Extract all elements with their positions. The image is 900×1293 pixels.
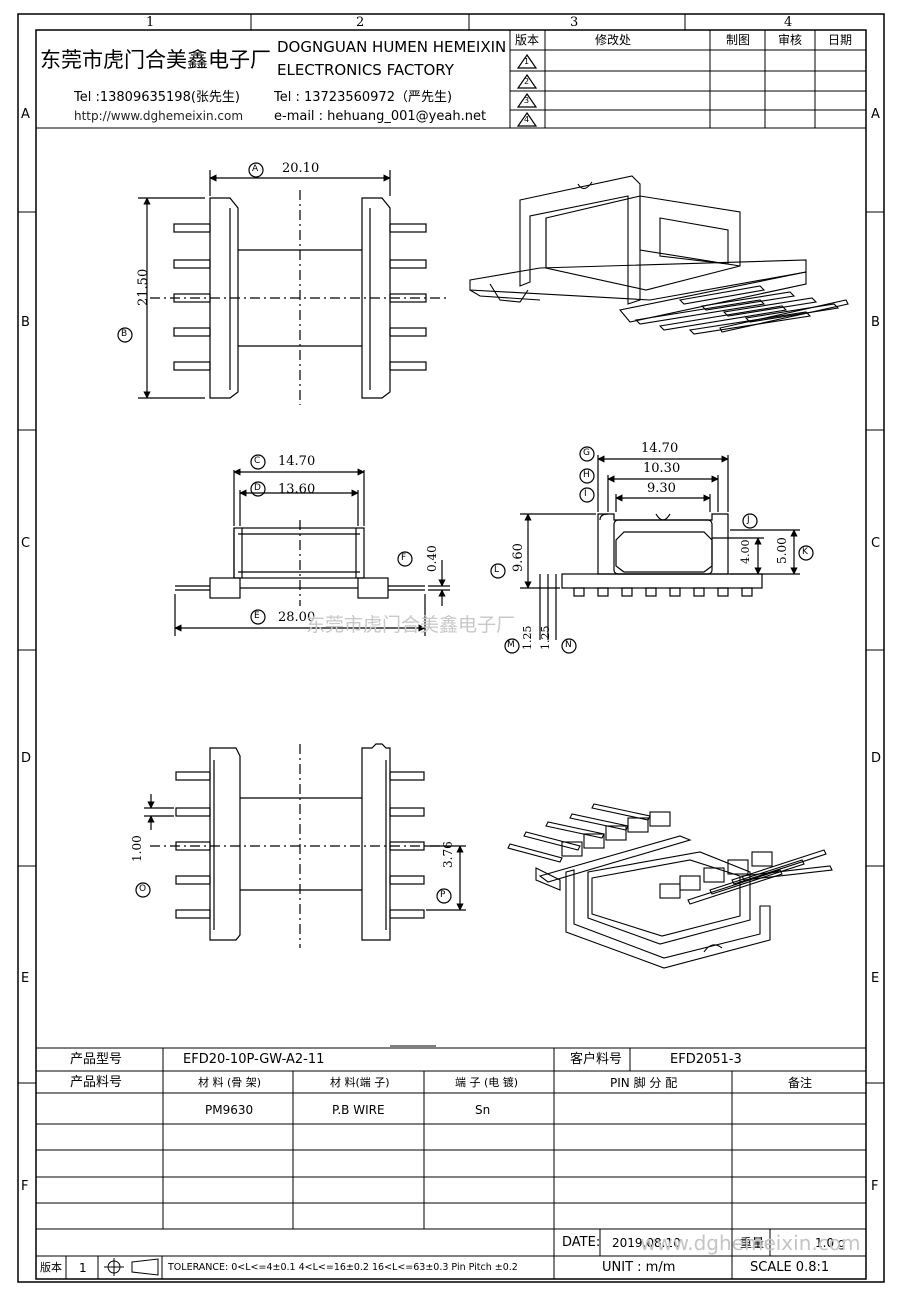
row-label-b-right: B [871,315,880,330]
dim-g-value: 14.70 [641,441,679,456]
callout-k: K [802,547,808,557]
dim-o-value: 1.00 [130,835,144,862]
weight-label: 重量: [740,1236,769,1250]
company-name-cn: 东莞市虎门合美鑫电子厂 [40,48,271,72]
website-link[interactable]: http://www.dghemeixin.com [74,109,244,123]
callout-b: B [121,329,128,339]
product-model-value: EFD20-10P-GW-A2-11 [183,1052,325,1067]
callout-i: I [584,489,587,499]
email-address[interactable]: e-mail : hehuang_001@yeah.net [274,109,487,124]
row-label-d-right: D [871,751,882,766]
rev-header-version: 版本 [515,33,540,47]
dim-m-value: 1.25 [521,625,534,651]
phone-1: Tel :13809635198(张先生) [74,90,240,105]
bottom-view [135,743,466,948]
isometric-view-top [469,175,849,335]
date-value: 2019.08.10 [612,1236,681,1250]
row-label-f-right: F [871,1179,879,1194]
row-label-b-left: B [21,315,30,330]
company-name-en-line1: DOGNGUAN HUMEN HEMEIXIN [277,38,507,56]
tolerance-note: TOLERANCE: 0<L<=4±0.1 4<L<=16±0.2 16<L<=… [168,1262,518,1273]
watermark-company: 东莞市虎门合美鑫电子厂 [306,614,516,636]
callout-m: M [507,640,515,650]
dim-h-value: 10.30 [643,461,681,476]
row-label-f-left: F [21,1179,29,1194]
dim-k-value: 5.00 [775,537,789,564]
dim-l-value: 9.60 [511,543,526,572]
dim-p-value: 3.76 [441,841,455,868]
row-label-e-right: E [871,971,880,986]
customer-part-value: EFD2051-3 [670,1052,742,1067]
side-view [174,454,450,636]
customer-part-label: 客户料号 [570,1052,623,1067]
row-label-c-left: C [21,536,31,551]
callout-g: G [583,448,590,458]
rev-header-date: 日期 [828,33,853,47]
callout-a: A [252,164,259,174]
footer-watermark-url: www.dghemeixin.com [640,1231,861,1255]
callout-l: L [494,565,500,575]
row-label-e-left: E [21,971,30,986]
rev-header-change: 修改处 [595,33,632,47]
row-label-d-left: D [21,751,32,766]
dim-k-inner-value: 4.00 [739,539,752,565]
row-label-c-right: C [871,536,881,551]
rev-row-3: 3 [524,96,530,105]
callout-n: N [565,640,572,650]
phone-2: Tel : 13723560972（严先生) [274,90,453,105]
column-label-3: 3 [570,15,579,30]
header-product-part: 产品料号 [70,1075,123,1090]
unit-note: UNIT : m/m [602,1260,676,1275]
row-label-a-left: A [21,107,30,122]
dim-a-value: 20.10 [282,161,320,176]
product-model-label: 产品型号 [70,1052,123,1067]
dim-i-value: 9.30 [647,481,676,496]
callout-p: P [440,890,446,900]
dim-e-value: 28.00 [278,610,316,625]
callout-e: E [254,611,260,621]
isometric-view-bottom [507,803,833,969]
version-value: 1 [79,1261,87,1275]
dim-c-value: 14.70 [278,454,316,469]
dim-n-value: 1.25 [539,625,552,651]
row1-bobbin-material: PM9630 [205,1103,254,1117]
callout-o: O [139,884,147,894]
weight-value: 1.0 g [815,1236,846,1250]
dim-f-value: 0.40 [425,545,439,572]
rev-row-4: 4 [524,115,530,124]
header-terminal-plating: 端 子 (电 镀) [455,1076,519,1089]
top-view [117,162,450,405]
header-material-bobbin: 材 料 (骨 架) [198,1076,262,1089]
callout-j: J [747,515,750,525]
company-name-en-line2: ELECTRONICS FACTORY [277,61,454,79]
callout-h: H [583,470,590,480]
row1-terminal-material: P.B WIRE [332,1103,385,1117]
callout-d: D [254,483,261,493]
rev-row-1: 1 [524,57,530,66]
dim-b-value: 21.50 [136,268,151,306]
callout-f: F [401,553,407,563]
header-material-terminal: 材 料(端 子) [330,1076,390,1089]
date-label: DATE: [562,1235,601,1250]
scale-note: SCALE 0.8:1 [750,1260,830,1275]
rev-header-check: 审核 [778,33,803,47]
callout-c: C [254,456,261,466]
version-label: 版本 [40,1261,62,1274]
header-pin-assignment: PIN 脚 分 配 [610,1076,678,1090]
column-label-2: 2 [356,15,365,30]
header-remarks: 备注 [788,1076,813,1090]
column-label-1: 1 [146,15,155,30]
rev-row-2: 2 [524,77,530,86]
dim-d-value: 13.60 [278,482,316,497]
front-view [490,446,814,654]
column-label-4: 4 [784,15,793,30]
row1-plating: Sn [475,1103,491,1117]
rev-header-drawn: 制图 [726,33,751,47]
row-label-a-right: A [871,107,880,122]
